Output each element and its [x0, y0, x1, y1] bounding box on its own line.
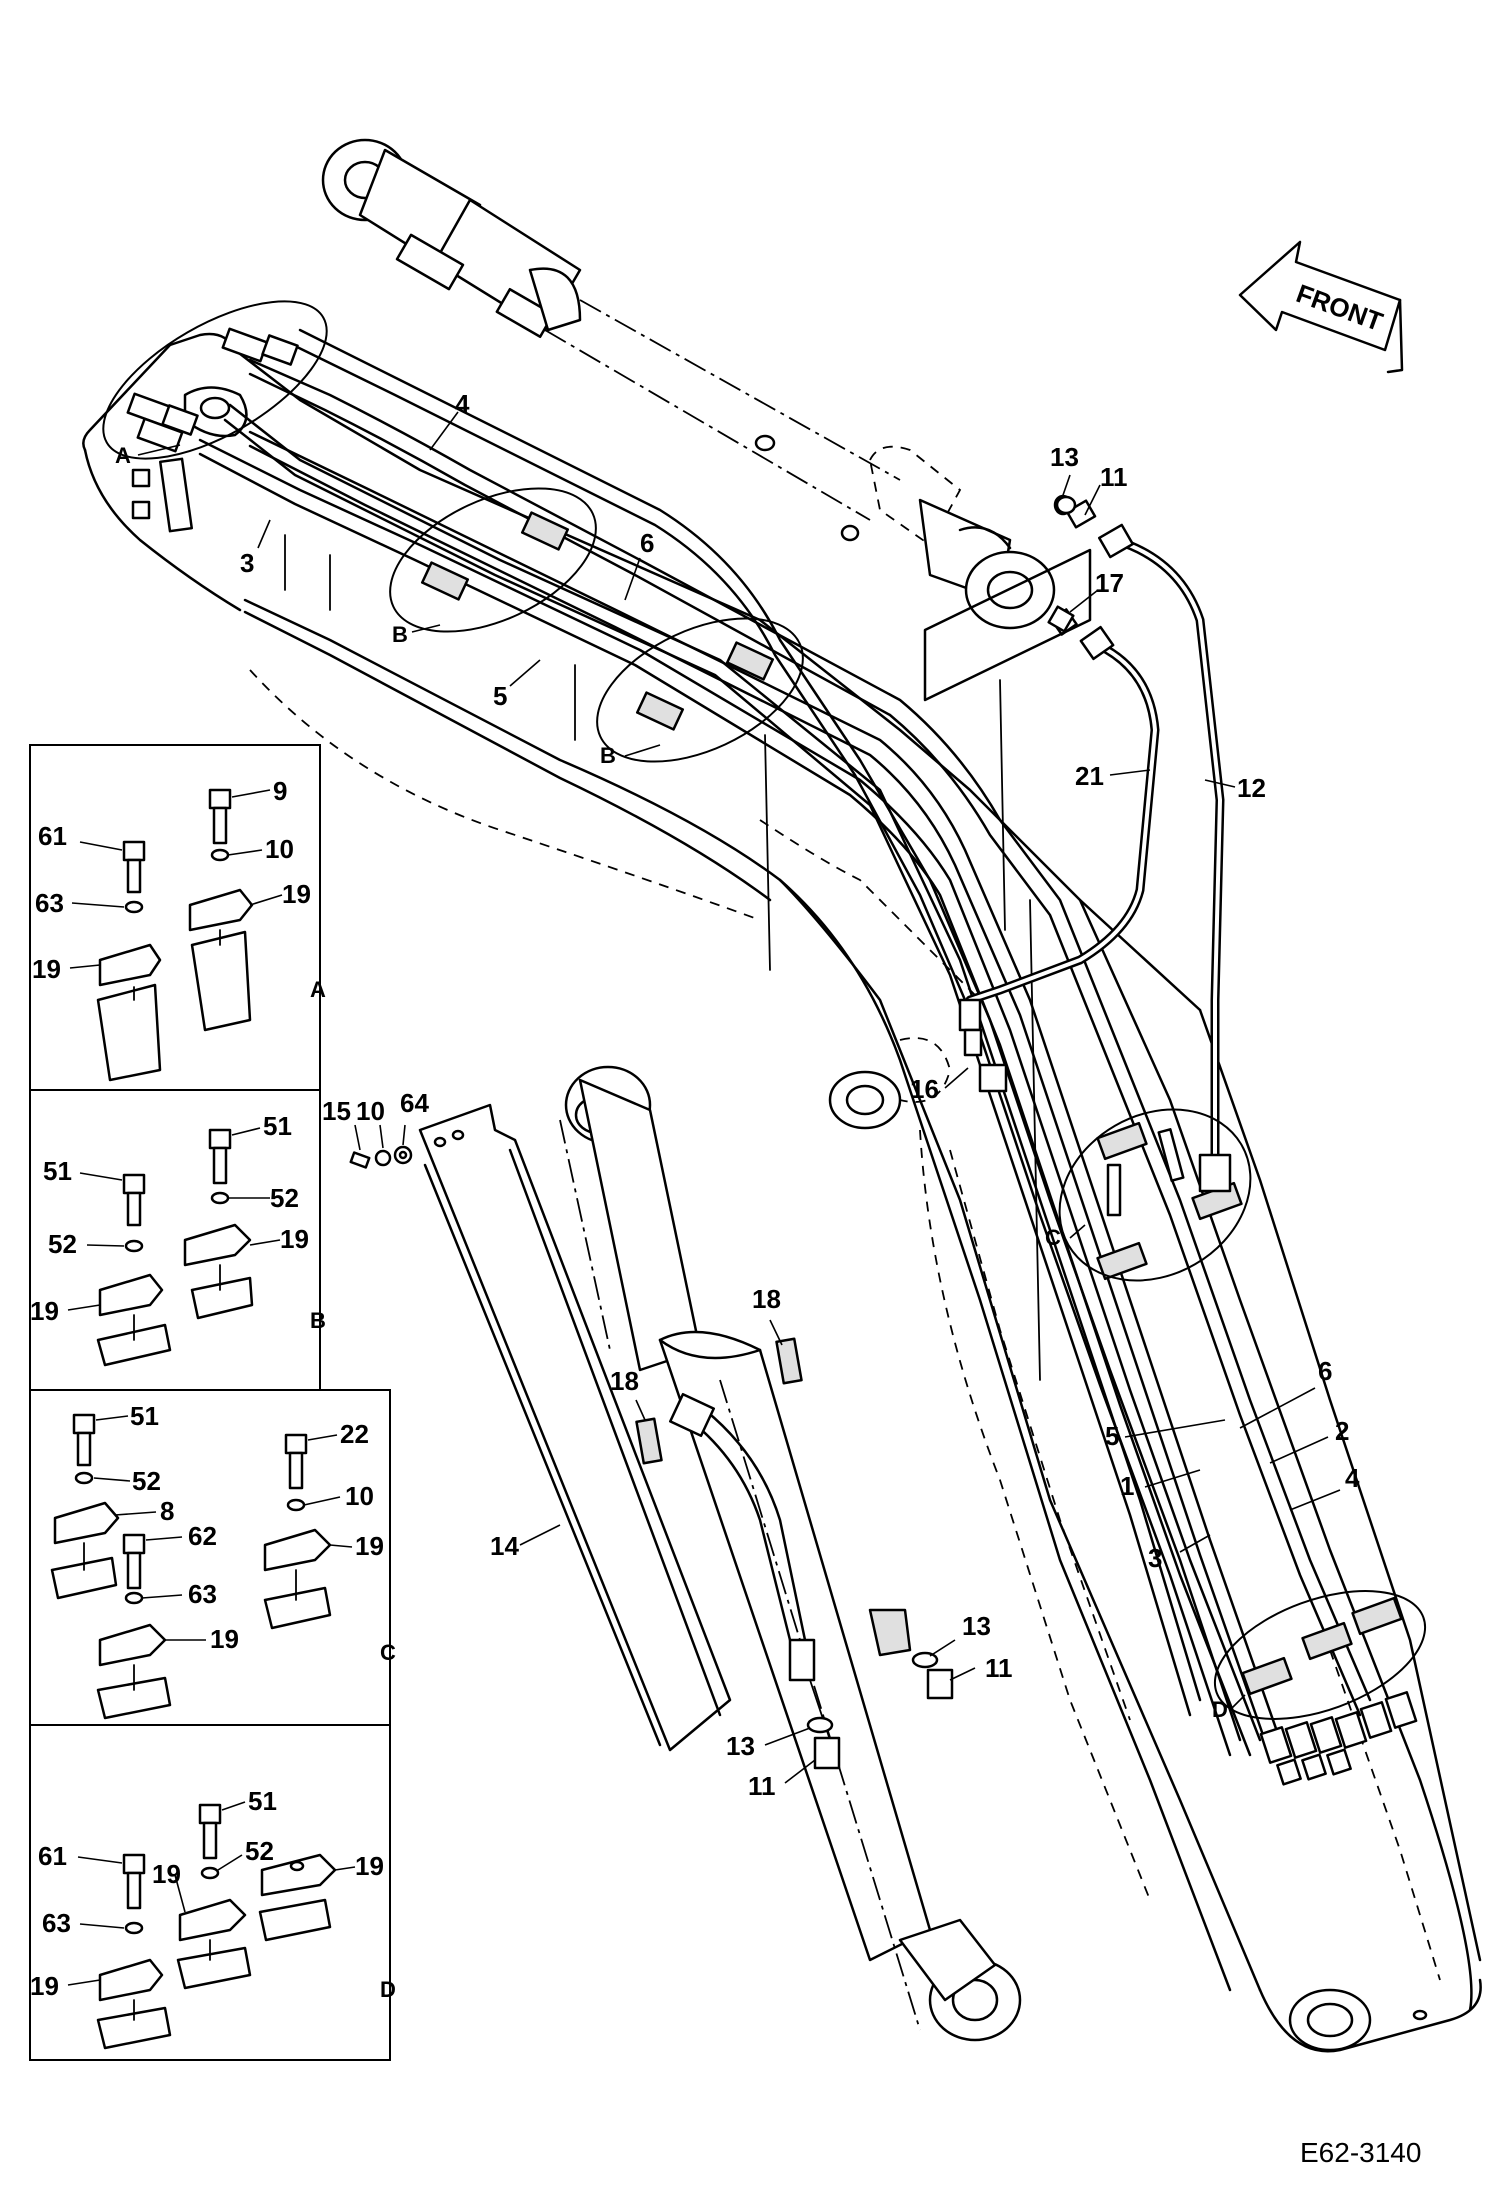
- callout-5-lower: 5: [1105, 1421, 1119, 1451]
- callout-64: 64: [400, 1088, 429, 1118]
- panel-b-callout-52-left: 52: [48, 1229, 77, 1259]
- callout-1: 1: [1120, 1471, 1134, 1501]
- callout-6-lower: 6: [1318, 1356, 1332, 1386]
- panel-a-callout-63: 63: [35, 888, 64, 918]
- front-direction-arrow: FRONT: [1238, 240, 1404, 374]
- panel-d-callout-19-left: 19: [30, 1971, 59, 2001]
- panel-c-callout-19-bottom: 19: [210, 1624, 239, 1654]
- callout-18-lower: 18: [610, 1366, 639, 1396]
- front-label: FRONT: [1292, 278, 1387, 337]
- callout-4-upper: 4: [455, 389, 470, 419]
- callout-5-upper: 5: [493, 681, 507, 711]
- callout-17: 17: [1095, 568, 1124, 598]
- leader-lines: [67, 411, 1341, 1986]
- panel-c-letter: C: [380, 1640, 396, 1665]
- drawing-code: E62-3140: [1300, 2137, 1421, 2168]
- panel-d-callout-52: 52: [245, 1836, 274, 1866]
- panel-c-callout-22: 22: [340, 1419, 369, 1449]
- panel-a-callout-19-left: 19: [32, 954, 61, 984]
- panel-c-parts: [50, 1413, 332, 1720]
- arm-hydraulic-lines: [126, 327, 1418, 1786]
- part-18-lower: [635, 1417, 663, 1465]
- panel-c-callout-52: 52: [132, 1466, 161, 1496]
- panel-b-letter: B: [310, 1308, 326, 1333]
- callout-18-upper: 18: [752, 1284, 781, 1314]
- callout-13-top: 13: [1050, 442, 1079, 472]
- panel-d-parts: [96, 1803, 337, 2050]
- panel-d-callout-61: 61: [38, 1841, 67, 1871]
- panel-b-callout-19-right: 19: [280, 1224, 309, 1254]
- callout-3-lower: 3: [1148, 1543, 1162, 1573]
- callout-11-right: 11: [985, 1653, 1013, 1683]
- fitting-11-right: [926, 1668, 954, 1700]
- near-end-fittings: [126, 327, 299, 453]
- guard-plate-14: [418, 1103, 732, 1752]
- callout-11-top: 11: [1100, 462, 1128, 492]
- circle-letter-c: C: [1045, 1225, 1061, 1250]
- o-ring-13-right: [911, 1651, 939, 1669]
- detail-circles: [102, 300, 1427, 1720]
- panel-b-callout-51-right: 51: [263, 1111, 292, 1141]
- panel-a-callout-61: 61: [38, 821, 67, 851]
- panel-a-letter: A: [310, 977, 326, 1002]
- panel-d-callout-19-right: 19: [355, 1851, 384, 1881]
- o-ring-13-top: [1055, 495, 1077, 515]
- callout-3-upper: 3: [240, 548, 254, 578]
- hose-21: [958, 608, 1160, 1093]
- callout-13-left: 13: [726, 1731, 755, 1761]
- panel-d-letter: D: [380, 1977, 396, 2002]
- callout-6-upper: 6: [640, 528, 654, 558]
- callout-15: 15: [322, 1096, 351, 1126]
- callout-10-guard: 10: [356, 1096, 385, 1126]
- panel-a-callout-19-right: 19: [282, 879, 311, 909]
- circle-letter-d: D: [1212, 1697, 1228, 1722]
- panel-d-callout-63: 63: [42, 1908, 71, 1938]
- callout-21: 21: [1075, 761, 1104, 791]
- callout-16: 16: [910, 1074, 939, 1104]
- circle-letter-b-1: B: [392, 622, 408, 647]
- part-18-upper: [775, 1337, 803, 1385]
- panel-b-callout-51-left: 51: [43, 1156, 72, 1186]
- callout-12: 12: [1237, 773, 1266, 803]
- panel-b-parts: [96, 1128, 254, 1367]
- panel-a-callout-9: 9: [273, 776, 287, 806]
- circle-letter-a: A: [115, 443, 131, 468]
- fitting-17: [1047, 605, 1075, 633]
- callout-4-lower: 4: [1345, 1463, 1360, 1493]
- panel-c-callout-10: 10: [345, 1481, 374, 1511]
- callout-13-right: 13: [962, 1611, 991, 1641]
- bucket-cylinder: [559, 1065, 1022, 2042]
- guard-bolts: [349, 1145, 413, 1169]
- panel-a-callout-10: 10: [265, 834, 294, 864]
- panel-c-callout-8: 8: [160, 1496, 174, 1526]
- panel-c-callout-19-right: 19: [355, 1531, 384, 1561]
- o-ring-13-left: [806, 1716, 834, 1734]
- panel-b-callout-52-right: 52: [270, 1183, 299, 1213]
- panel-b-callout-19-left: 19: [30, 1296, 59, 1326]
- callout-11-left: 11: [748, 1771, 776, 1801]
- circle-letter-b-2: B: [600, 743, 616, 768]
- fitting-11-left: [813, 1736, 841, 1770]
- panel-c-callout-51: 51: [130, 1401, 159, 1431]
- callout-14: 14: [490, 1531, 519, 1561]
- boom-cylinder: [321, 138, 1056, 630]
- detail-panels: [29, 744, 391, 2061]
- panel-d-callout-51: 51: [248, 1786, 277, 1816]
- panel-c-callout-63: 63: [188, 1579, 217, 1609]
- panel-c-callout-62: 62: [188, 1521, 217, 1551]
- callout-labels: 4 3 6 5 13 11 17 12 21 16 6 2 4 5 1 3 14…: [30, 389, 1360, 2002]
- far-end-fittings: [1259, 1691, 1418, 1786]
- panel-a-parts: [96, 788, 254, 1082]
- callout-2: 2: [1335, 1416, 1349, 1446]
- panel-d-callout-19-mid: 19: [152, 1859, 181, 1889]
